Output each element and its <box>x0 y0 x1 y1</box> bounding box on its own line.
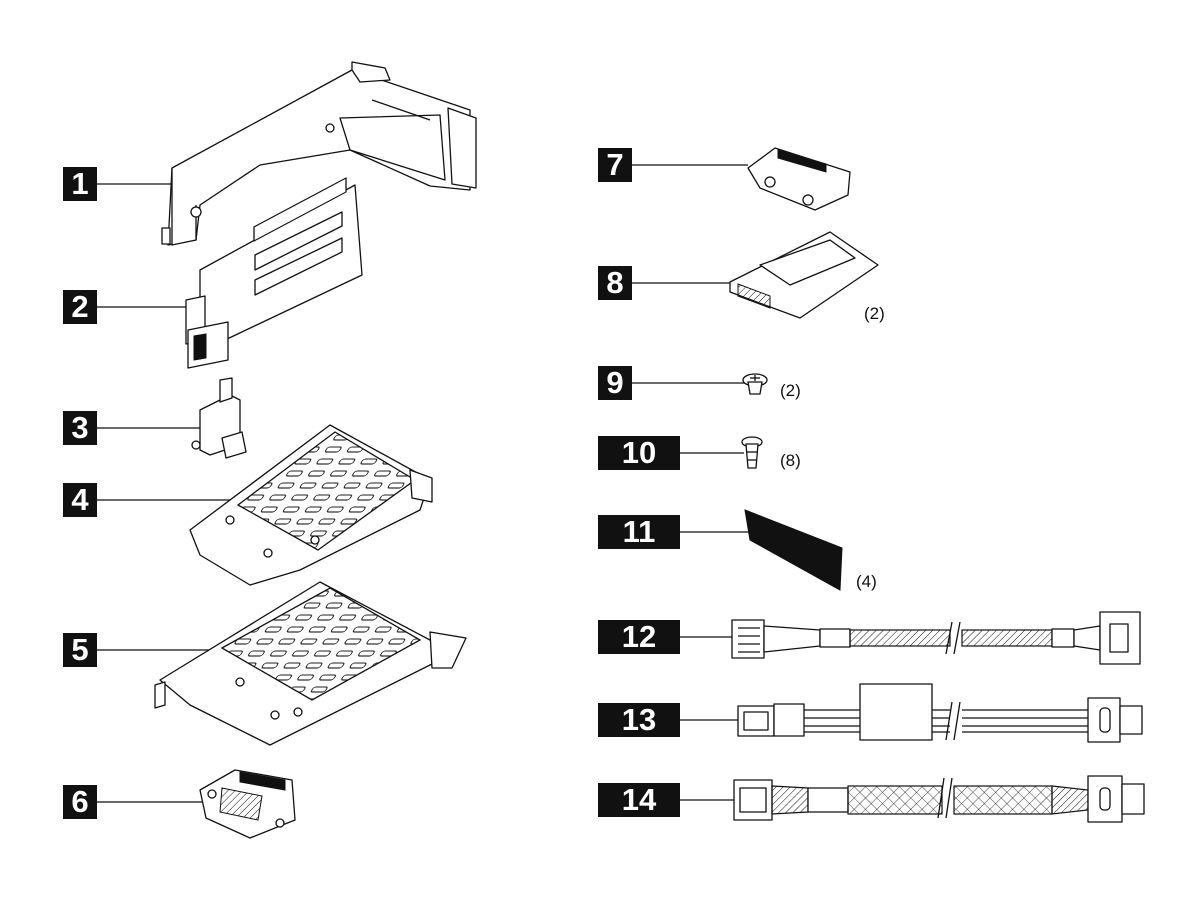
interposer-board <box>199 769 296 839</box>
filler-tray <box>729 231 879 319</box>
callout-6: 6 <box>63 785 97 819</box>
minisas-cable <box>733 775 1145 823</box>
callout-12: 12 <box>598 620 680 654</box>
quantity-item-10: (8) <box>780 451 801 470</box>
drive-cage-b <box>154 581 467 746</box>
riser-cage-bracket <box>161 61 477 246</box>
quantity-item-9: (2) <box>780 381 801 400</box>
adapter-board <box>747 147 851 211</box>
callout-7: 7 <box>598 148 632 182</box>
signal-cable <box>737 683 1143 743</box>
small-bracket <box>191 377 247 459</box>
callout-14: 14 <box>598 783 680 817</box>
callout-9: 9 <box>598 366 632 400</box>
leader-lines <box>96 164 750 803</box>
callout-5: 5 <box>63 633 97 667</box>
callout-4: 4 <box>63 483 97 517</box>
drive-cage-a <box>189 424 433 586</box>
power-cable <box>731 611 1141 665</box>
foam-strip <box>744 509 843 591</box>
callout-13: 13 <box>598 703 680 737</box>
screw-small <box>742 373 768 395</box>
callout-3: 3 <box>63 411 97 445</box>
quantity-item-8: (2) <box>864 304 885 323</box>
screw-long <box>741 436 763 469</box>
callout-10: 10 <box>598 436 680 470</box>
callout-2: 2 <box>63 290 97 324</box>
callout-1: 1 <box>63 167 97 201</box>
callout-11: 11 <box>598 515 680 549</box>
callout-8: 8 <box>598 266 632 300</box>
quantity-item-11: (4) <box>856 572 877 591</box>
riser-card <box>185 177 363 369</box>
